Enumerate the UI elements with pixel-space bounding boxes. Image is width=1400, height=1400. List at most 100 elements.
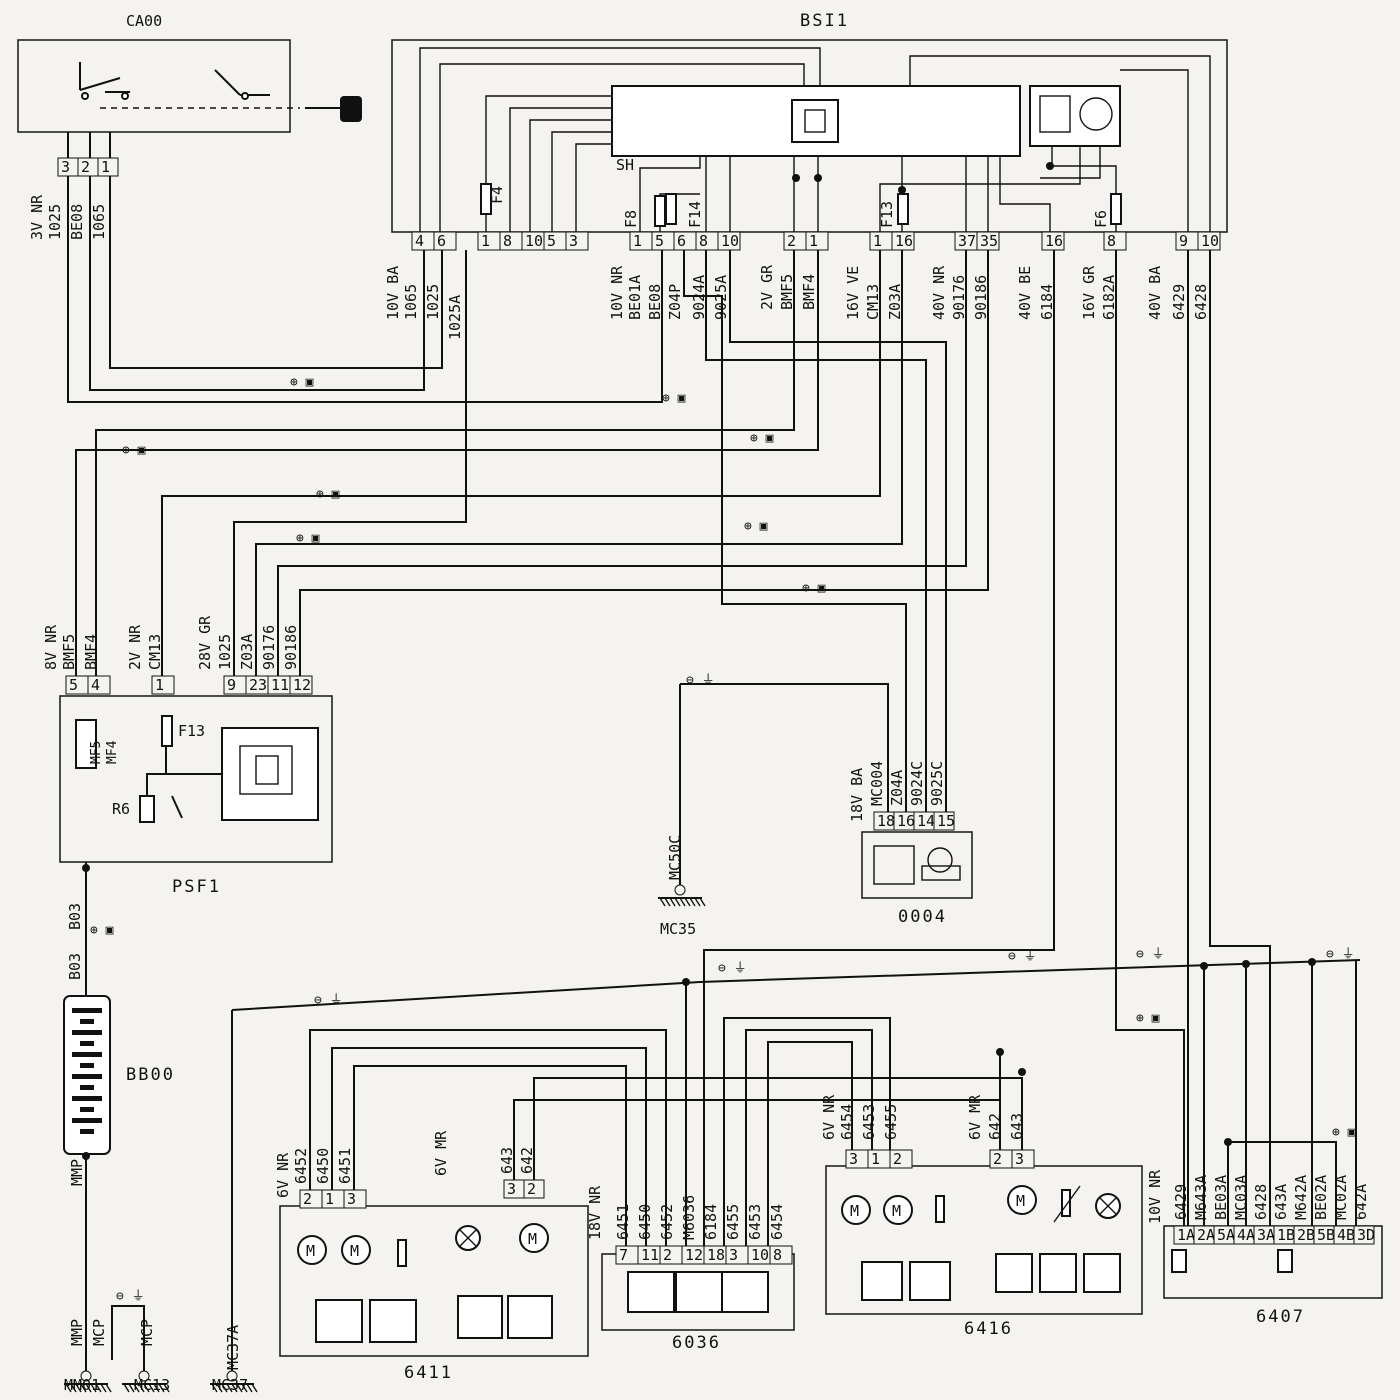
wire-label: 1025 (46, 204, 64, 240)
bsi1-block: BSI1 SH (391, 11, 1228, 233)
wire-label: 1065 (402, 284, 420, 320)
wire-label: BMF4 (82, 634, 100, 670)
fan-icon (315, 1299, 363, 1343)
pin-number: 4A (1237, 1226, 1255, 1244)
wire-label: BMF4 (800, 274, 818, 310)
c6407-pin: 1B (1273, 1225, 1295, 1245)
c6411-pin: 2 (523, 1179, 545, 1199)
wire-label: 6184 (1038, 284, 1056, 320)
fuse-f4 (480, 183, 492, 215)
positive-supply-icon: ⊕ ▣ (90, 923, 114, 938)
connector-label: 2V NR (126, 624, 144, 670)
svg-text:M: M (1016, 1192, 1025, 1210)
positive-supply-icon: ⊕ ▣ (744, 519, 768, 534)
pin-number: 2 (303, 1190, 312, 1208)
c6407-pin: 4A (1233, 1225, 1255, 1245)
connector-label: 8V NR (42, 624, 60, 670)
c6407-title: 6407 (1256, 1307, 1305, 1327)
psf-pin: 1 (151, 675, 175, 695)
wire-label: MC02A (1332, 1175, 1350, 1220)
wire-label: 643 (1008, 1113, 1026, 1140)
connector-label: 16V GR (1080, 265, 1098, 320)
mmp-label: MMP (68, 1159, 86, 1186)
pin-number: 8 (1107, 232, 1116, 250)
pin-number: 6 (437, 232, 446, 250)
bsi-pin: 10 (521, 231, 545, 251)
psf-pin: 5 (65, 675, 89, 695)
b03-label: B03 (66, 903, 84, 930)
bsi-pin: 10 (717, 231, 741, 251)
svg-text:R6: R6 (112, 800, 130, 818)
pin-number: 2 (787, 232, 796, 250)
c6407-pin: 5A (1213, 1225, 1235, 1245)
junction-dot (1018, 1068, 1026, 1076)
bsi-pin: 35 (976, 231, 1000, 251)
ground-icon (122, 1370, 170, 1393)
c6416-title: 6416 (964, 1319, 1013, 1339)
connector-label: 10V BA (384, 266, 402, 320)
psf1-title: PSF1 (172, 877, 221, 897)
mm01-label: MM01 (64, 1376, 100, 1394)
junction-dot (1308, 958, 1316, 966)
wire-label: M6036 (680, 1195, 698, 1240)
connector-label: 6V NR (820, 1094, 838, 1140)
connector-label: 6V NR (274, 1152, 292, 1198)
mc50c-label: MC50C (666, 835, 684, 880)
mcp-label: MCP (138, 1319, 156, 1346)
connector-label: 6V MR (432, 1130, 450, 1176)
motor-icons: M M M M M M (297, 1185, 1121, 1267)
c0004-pin: 18 (873, 811, 895, 831)
connector-label: 40V NR (930, 265, 948, 320)
wire-label: 9025A (712, 275, 730, 320)
pin-number: 3 (61, 158, 70, 176)
junction-dot (1200, 962, 1208, 970)
junction-dot (792, 174, 800, 182)
arrow-right-icon (1083, 1253, 1121, 1293)
wire-label: M643A (1192, 1175, 1210, 1220)
bsi-pin: 8 (695, 231, 719, 251)
wire-label: 90176 (260, 625, 278, 670)
bsi-pin: 6 (673, 231, 697, 251)
wire-label: 6429 (1170, 284, 1188, 320)
pin-number: 12 (293, 676, 311, 694)
connector-label: 3V NR (28, 194, 46, 240)
pin-number: 3D (1357, 1226, 1375, 1244)
battery-cell (72, 1030, 102, 1035)
relay-coil-b (1277, 1249, 1293, 1273)
pin-number: 16 (897, 812, 915, 830)
wire-label: 9024A (690, 275, 708, 320)
ground-symbol-icon: ⊖ ⏚ (718, 961, 747, 976)
svg-text:M: M (892, 1202, 901, 1220)
svg-text:M: M (850, 1202, 859, 1220)
c0004-block: 0004 (861, 831, 973, 927)
connector-label: 16V VE (844, 266, 862, 320)
c6036-pin: 7 (615, 1245, 639, 1265)
pin-number: 1 (871, 1150, 880, 1168)
mcp-label: MCP (90, 1319, 108, 1346)
c6411-pin: 1 (321, 1189, 345, 1209)
bsi-pin: 1 (805, 231, 829, 251)
pin-number: 1 (633, 232, 642, 250)
connector-label: 18V NR (586, 1185, 604, 1240)
c6411-block: 6411 (279, 1205, 589, 1383)
c6416-pin: 1 (867, 1149, 891, 1169)
wire-label: 6452 (658, 1204, 676, 1240)
bsi-pin: 1 (629, 231, 653, 251)
connector-label: 10V NR (1146, 1169, 1164, 1224)
relay-coil-a (1171, 1249, 1187, 1273)
wire-label: Z04A (888, 770, 906, 806)
pin-number: 2 (893, 1150, 902, 1168)
svg-text:M: M (350, 1242, 359, 1260)
wire-label: MC004 (868, 761, 886, 806)
battery-cell (72, 1008, 102, 1013)
fuse-f14 (665, 193, 677, 225)
pin-number: 3 (569, 232, 578, 250)
mf-fuse-block (75, 719, 97, 769)
wire-label: BE01A (626, 275, 644, 320)
svg-text:M: M (306, 1242, 315, 1260)
wire-label: Z04P (666, 284, 684, 320)
c6036-pin: 8 (769, 1245, 793, 1265)
bsi-pin: 5 (651, 231, 675, 251)
c6036-pin: 12 (681, 1245, 705, 1265)
pin-number: 18 (877, 812, 895, 830)
